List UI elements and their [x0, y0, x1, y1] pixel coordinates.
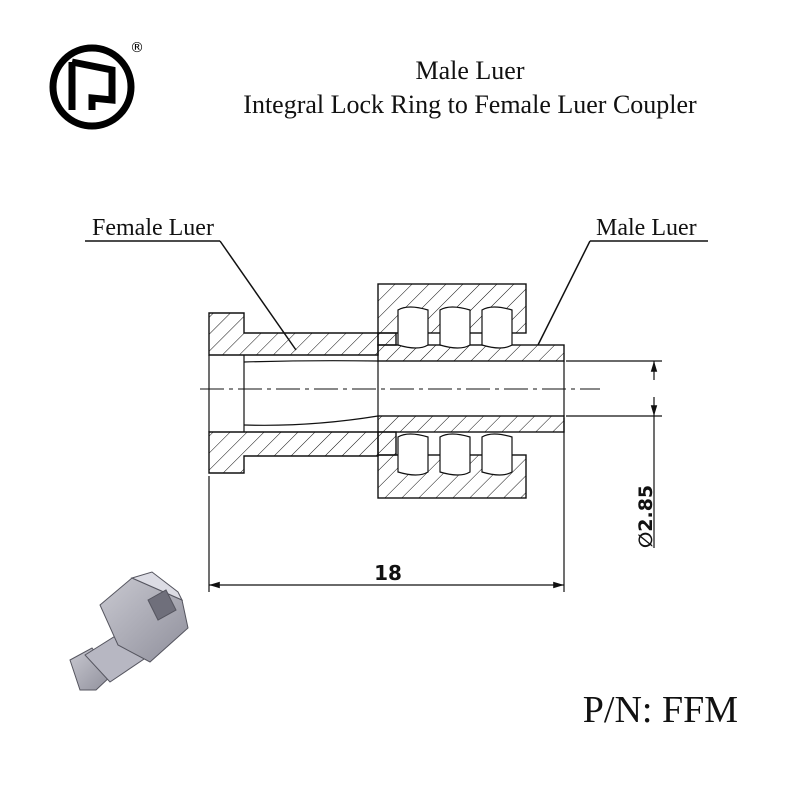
company-logo: ®	[49, 40, 144, 130]
part-number: P/N: FFM	[582, 689, 738, 731]
callout-male-luer: Male Luer	[596, 215, 697, 241]
title-line-1: Male Luer	[415, 56, 525, 85]
callout-female-luer: Female Luer	[92, 215, 214, 241]
section-lower	[208, 415, 565, 499]
isometric-part-image	[69, 571, 189, 691]
length-dimension	[208, 418, 565, 592]
registered-mark: ®	[130, 40, 144, 56]
diameter-dimension	[566, 360, 662, 548]
title-line-2: Integral Lock Ring to Female Luer Couple…	[243, 90, 697, 119]
callout-leaders	[85, 240, 708, 351]
dimension-diameter: ∅2.85	[635, 485, 657, 548]
dimension-length: 18	[374, 561, 402, 585]
section-upper	[208, 283, 565, 362]
